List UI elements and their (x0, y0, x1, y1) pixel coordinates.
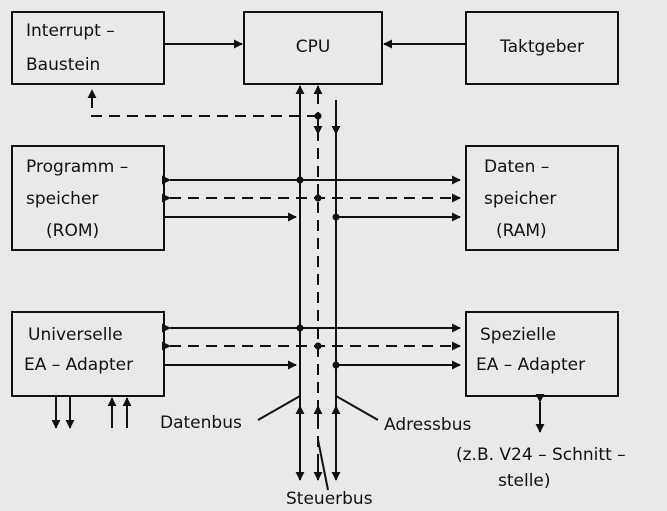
programmspeicher-label-line2: speicher (26, 189, 99, 209)
adressbus-leader (335, 395, 379, 421)
interrupt-label-line1: Interrupt – (26, 21, 115, 41)
interrupt-box (11, 11, 165, 85)
interrupt-label-line2: Baustein (26, 55, 101, 75)
datenspeicher-label-line1: Daten – (484, 157, 550, 177)
v24-note-line1: (z.B. V24 – Schnitt – (456, 445, 626, 465)
taktgeber-label: Taktgeber (500, 37, 584, 57)
cpu-label: CPU (295, 37, 331, 57)
datenspeicher-label-line3: (RAM) (496, 221, 547, 241)
steuerbus-leader (317, 439, 329, 491)
universal-ea-label-line2: EA – Adapter (24, 355, 134, 375)
adressbus-label: Adressbus (384, 415, 472, 435)
universal-ea-box (11, 311, 165, 397)
interrupt-request-line (87, 89, 318, 117)
programmspeicher-label-line1: Programm – (26, 157, 129, 177)
taktgeber-box (465, 11, 619, 85)
datenbus-leader (257, 395, 301, 421)
cpu-box (243, 11, 383, 85)
datenbus-label: Datenbus (160, 413, 242, 433)
spezial-ea-label-line2: EA – Adapter (476, 355, 586, 375)
steuerbus-label: Steuerbus (286, 489, 373, 509)
datenspeicher-box (465, 145, 619, 251)
datenspeicher-label-line2: speicher (484, 189, 557, 209)
universal-ea-label-line1: Universelle (28, 325, 123, 345)
spezial-ea-label-line1: Spezielle (480, 325, 557, 345)
programmspeicher-label-line3: (ROM) (46, 221, 100, 241)
v24-note-line2: stelle) (498, 471, 551, 491)
